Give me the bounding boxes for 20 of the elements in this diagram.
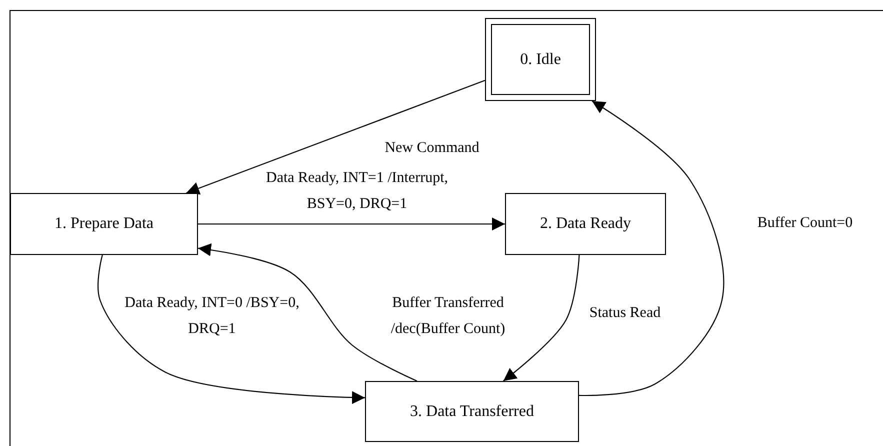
edge-label: Buffer Transferred /dec(Buffer Count) bbox=[390, 294, 506, 339]
arrow bbox=[503, 254, 580, 382]
arrow bbox=[186, 80, 486, 194]
state-label: 1. Prepare Data bbox=[54, 215, 154, 233]
state-label: 0. Idle bbox=[520, 50, 561, 68]
state-box bbox=[505, 193, 666, 255]
arrow bbox=[579, 100, 724, 396]
edge-label: Data Ready, INT=1 /Interrupt, BSY=0, DRQ=1 bbox=[264, 169, 449, 214]
state-box bbox=[365, 381, 579, 442]
state-label: 3. Data Transferred bbox=[410, 402, 534, 420]
edge-label: New Command bbox=[384, 139, 480, 158]
edge-label: Status Read bbox=[588, 304, 662, 323]
arrow bbox=[98, 254, 365, 404]
edge-label: Buffer Count=0 bbox=[756, 214, 854, 233]
state-label: 2. Data Ready bbox=[540, 215, 632, 233]
initial-state-box bbox=[485, 18, 596, 101]
edge-label: Data Ready, INT=0 /BSY=0, DRQ=1 bbox=[124, 294, 300, 339]
arrow bbox=[198, 243, 418, 382]
state-box bbox=[10, 193, 198, 255]
arrow bbox=[198, 218, 505, 230]
